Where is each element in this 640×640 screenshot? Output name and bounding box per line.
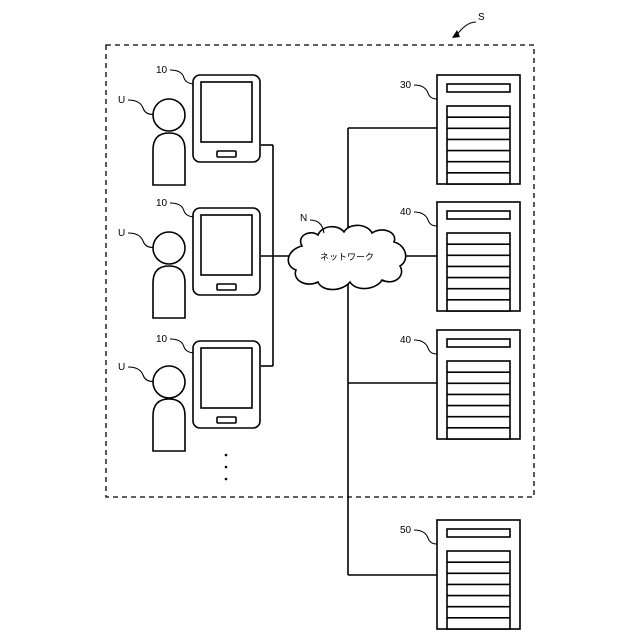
server-top-panel xyxy=(447,339,510,347)
ellipsis-dot xyxy=(225,478,228,481)
network-label: ネットワーク xyxy=(320,252,374,263)
terminal-ref: 10 xyxy=(156,198,168,209)
server-ref: 40 xyxy=(400,207,412,218)
system-label: S xyxy=(452,12,485,38)
network-ref: N xyxy=(300,213,307,224)
system-label-text: S xyxy=(478,12,485,23)
user-head-icon xyxy=(153,366,185,398)
server-top-panel xyxy=(447,211,510,219)
network-cloud: ネットワーク N xyxy=(288,213,405,290)
user-head-icon xyxy=(153,99,185,131)
server-ref-leader xyxy=(414,340,437,354)
terminal-ref: 10 xyxy=(156,65,168,76)
terminal-ref-leader xyxy=(170,339,196,353)
network-wiring xyxy=(261,128,437,575)
user-body-icon xyxy=(153,133,185,185)
tablet-screen xyxy=(201,348,252,408)
user-ref: U xyxy=(118,362,125,373)
server-ref-leader xyxy=(414,85,437,99)
user-ref-leader xyxy=(128,100,156,114)
tablet-screen xyxy=(201,215,252,275)
user-ref: U xyxy=(118,95,125,106)
server-group: 40 xyxy=(400,330,520,439)
tablet-screen xyxy=(201,82,252,142)
ellipsis-dot xyxy=(225,466,228,469)
server-ref: 50 xyxy=(400,525,412,536)
user-head-icon xyxy=(153,232,185,264)
tablet-home-button xyxy=(217,151,236,157)
user-group-3: U 10 xyxy=(118,334,260,451)
terminal-ref-leader xyxy=(170,70,196,84)
server-ref: 30 xyxy=(400,80,412,91)
tablet-home-button xyxy=(217,284,236,290)
user-group-1: U 10 xyxy=(118,65,260,185)
user-body-icon xyxy=(153,266,185,318)
server-top-panel xyxy=(447,84,510,92)
tablet-home-button xyxy=(217,417,236,423)
user-group-2: U 10 xyxy=(118,198,260,318)
server-ref-leader xyxy=(414,530,437,544)
server-top-panel xyxy=(447,529,510,537)
ellipsis-dot xyxy=(225,454,228,457)
server-ref: 40 xyxy=(400,335,412,346)
user-ref-leader xyxy=(128,233,156,247)
user-body-icon xyxy=(153,399,185,451)
user-ref: U xyxy=(118,228,125,239)
server-ref-leader xyxy=(414,212,437,226)
servers-layer: 30 40 40 50 xyxy=(400,75,520,629)
system-label-arrowhead xyxy=(452,30,460,38)
more-users-ellipsis xyxy=(225,454,228,481)
user-ref-leader xyxy=(128,367,156,381)
system-label-leader xyxy=(456,22,476,36)
server-group: 30 xyxy=(400,75,520,184)
terminal-ref: 10 xyxy=(156,334,168,345)
terminal-ref-leader xyxy=(170,203,196,217)
